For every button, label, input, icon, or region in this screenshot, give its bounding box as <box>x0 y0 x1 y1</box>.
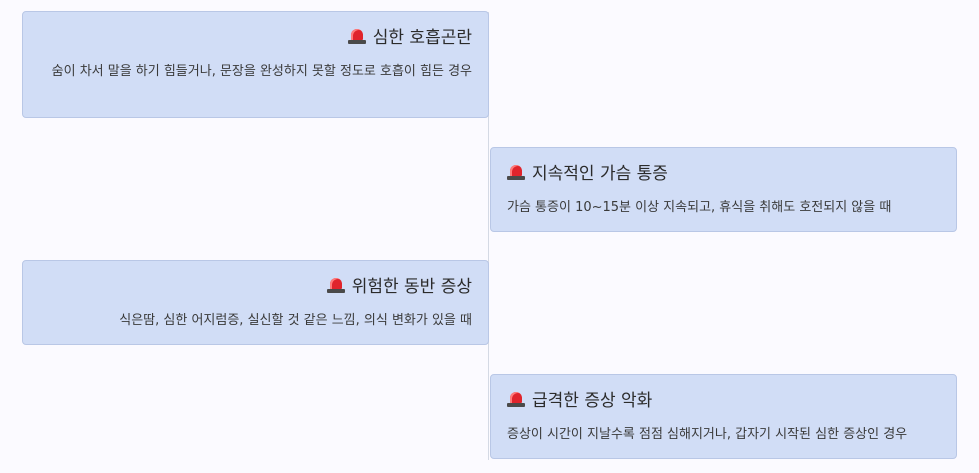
card-description: 식은땀, 심한 어지럼증, 실신할 것 같은 느낌, 의식 변화가 있을 때 <box>119 313 472 328</box>
card-title: 심한 호흡곤란 <box>39 26 472 50</box>
siren-icon <box>507 392 525 407</box>
card-description: 증상이 시간이 지날수록 점점 심해지거나, 갑자기 시작된 심한 증상인 경우 <box>507 427 908 442</box>
card-title: 위험한 동반 증상 <box>39 275 472 299</box>
card-title-text: 위험한 동반 증상 <box>351 277 472 297</box>
siren-icon <box>507 165 525 180</box>
card-title-text: 심한 호흡곤란 <box>372 28 472 48</box>
siren-icon <box>347 29 366 44</box>
card-title: 급격한 증상 악화 <box>507 389 940 413</box>
warning-card-chest-pain: 지속적인 가슴 통증 가슴 통증이 10~15분 이상 지속되고, 휴식을 취해… <box>490 147 957 232</box>
card-description: 숨이 차서 말을 하기 힘들거나, 문장을 완성하지 못할 정도로 호흡이 힘든… <box>51 64 472 79</box>
card-title: 지속적인 가슴 통증 <box>507 162 940 186</box>
card-title-text: 급격한 증상 악화 <box>532 391 653 411</box>
siren-icon <box>326 278 345 293</box>
card-title-text: 지속적인 가슴 통증 <box>532 164 668 184</box>
warning-card-worsening: 급격한 증상 악화 증상이 시간이 지날수록 점점 심해지거나, 갑자기 시작된… <box>490 374 957 459</box>
card-description: 가슴 통증이 10~15분 이상 지속되고, 휴식을 취해도 호전되지 않을 때 <box>507 200 892 215</box>
timeline-line <box>488 12 489 460</box>
warning-card-breathing: 심한 호흡곤란 숨이 차서 말을 하기 힘들거나, 문장을 완성하지 못할 정도… <box>22 11 489 118</box>
warning-card-accompanying-symptoms: 위험한 동반 증상 식은땀, 심한 어지럼증, 실신할 것 같은 느낌, 의식 … <box>22 260 489 345</box>
